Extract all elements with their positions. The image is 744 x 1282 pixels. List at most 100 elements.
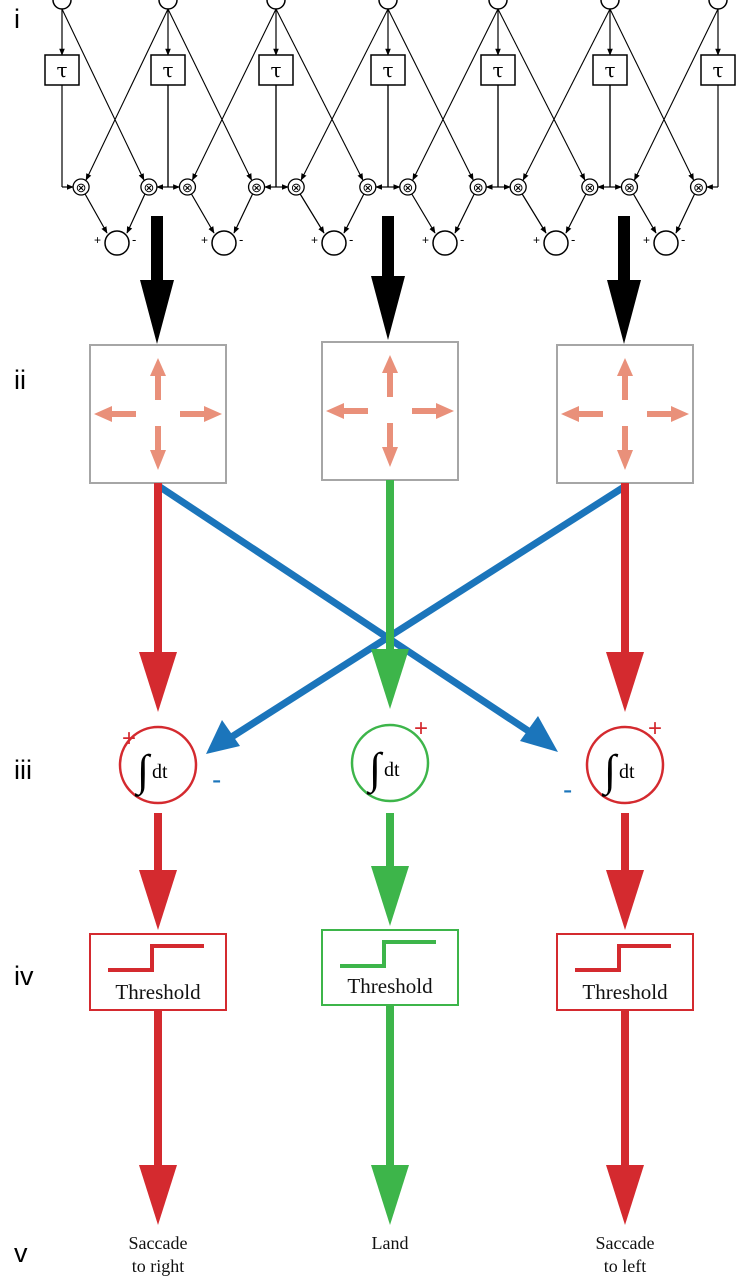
emd-plus-sign: + — [311, 233, 318, 247]
integral-symbol: ∫ — [134, 746, 152, 797]
emd-minus-sign: - — [132, 232, 136, 247]
direct-input-line — [167, 8, 253, 181]
multiplier-node — [287, 178, 305, 196]
multiplier-to-sum-line — [454, 193, 475, 234]
output-left-line1: Saccade — [129, 1233, 188, 1253]
integral-dt: dt — [152, 761, 168, 783]
direct-input-line — [191, 8, 277, 181]
stage-label-i: i — [14, 4, 20, 34]
delay-symbol: τ — [162, 58, 173, 82]
delay-box — [258, 54, 294, 86]
delay-symbol: τ — [712, 58, 723, 82]
multiplier-symbol: ⊗ — [624, 180, 635, 195]
multiplier-node — [469, 178, 487, 196]
delay-symbol: τ — [56, 58, 67, 82]
output-center-line1: Land — [372, 1233, 409, 1253]
delay-symbol: τ — [604, 58, 615, 82]
photoreceptor-icon — [600, 0, 620, 10]
photoreceptor-icon — [488, 0, 508, 10]
direct-input-line — [300, 8, 389, 181]
multiplier-to-sum-line — [190, 193, 215, 234]
multiplier-node — [620, 178, 639, 196]
multiplier-node — [509, 178, 527, 196]
threshold-right: Threshold — [556, 933, 694, 1011]
integral-dt: dt — [619, 761, 635, 783]
black-arrow-right — [607, 216, 641, 344]
threshold-label: Threshold — [115, 980, 201, 1004]
multiplier-node — [359, 178, 377, 196]
subtraction-node — [321, 230, 347, 256]
green-pathway-center — [371, 480, 409, 1225]
photoreceptor-icon — [52, 0, 72, 10]
delay-box — [44, 54, 80, 86]
integrator-plus-sign: + — [414, 715, 428, 742]
integral-symbol: ∫ — [366, 744, 384, 795]
step-function-icon — [575, 944, 671, 972]
emd-plus-sign: + — [94, 233, 101, 247]
integral-dt: dt — [384, 759, 400, 781]
output-center: Land — [372, 1233, 409, 1253]
multiplier-symbol: ⊗ — [251, 180, 262, 195]
black-arrow-center — [371, 216, 405, 340]
four-direction-arrows-icon — [561, 358, 689, 470]
integrator-minus-sign: - — [563, 774, 572, 805]
output-right-line1: Saccade — [596, 1233, 655, 1253]
stage-label-iv: iv — [14, 961, 34, 991]
threshold-label: Threshold — [347, 974, 433, 998]
black-arrow-left — [140, 216, 174, 344]
subtraction-node — [211, 230, 237, 256]
delay-symbol: τ — [492, 58, 503, 82]
multiplier-to-sum-line — [675, 193, 696, 234]
delay-symbol: τ — [270, 58, 281, 82]
emd-minus-sign: - — [460, 232, 464, 247]
blue-arrowhead-left — [206, 720, 240, 754]
four-direction-arrows-icon — [94, 358, 222, 470]
multiplier-node — [178, 178, 197, 196]
subtraction-node — [104, 230, 130, 256]
integrator-minus-sign: - — [212, 764, 221, 795]
integral-symbol: ∫ — [601, 746, 619, 797]
photoreceptor-icon — [158, 0, 178, 10]
direct-input-line — [633, 8, 719, 181]
emd-output-arrows — [140, 216, 641, 344]
subtraction-node — [432, 230, 458, 256]
direct-input-line — [85, 8, 169, 181]
multiplier-to-sum-line — [299, 193, 325, 234]
step-function-icon — [340, 940, 436, 968]
multiplier-symbol: ⊗ — [513, 180, 524, 195]
stage-label-iii: iii — [14, 755, 32, 785]
emd-minus-sign: - — [571, 232, 575, 247]
multiplier-node — [399, 178, 417, 196]
direct-input-line — [609, 8, 695, 181]
output-right-line2: to left — [604, 1256, 647, 1276]
multiplier-node — [140, 178, 158, 196]
delay-symbol: τ — [382, 58, 393, 82]
photoreceptor-icon — [378, 0, 398, 10]
multiplier-symbol: ⊗ — [362, 180, 373, 195]
output-left-line2: to right — [132, 1256, 185, 1276]
direct-input-line — [61, 8, 145, 181]
direct-input-line — [275, 8, 364, 181]
multiplier-symbol: ⊗ — [473, 180, 484, 195]
direct-input-line — [497, 8, 586, 181]
multiplier-symbol: ⊗ — [182, 180, 193, 195]
delay-box — [700, 54, 736, 86]
red-pathway-left — [139, 483, 177, 1225]
direction-box-right — [556, 344, 694, 484]
emd-minus-sign: - — [681, 232, 685, 247]
threshold-center: Threshold — [321, 929, 459, 1006]
multiplier-to-sum-line — [521, 193, 547, 234]
multiplier-symbol: ⊗ — [693, 180, 704, 195]
subtraction-node — [543, 230, 569, 256]
multiplier-to-sum-line — [84, 193, 108, 234]
threshold-left: Threshold — [89, 933, 227, 1011]
stage-label-v: v — [14, 1238, 28, 1268]
red-pathway-right — [606, 483, 644, 1225]
subtraction-node — [653, 230, 679, 256]
multiplier-symbol: ⊗ — [143, 180, 154, 195]
direct-input-line — [387, 8, 474, 181]
multiplier-symbol: ⊗ — [291, 180, 302, 195]
multiplier-node — [247, 178, 266, 196]
